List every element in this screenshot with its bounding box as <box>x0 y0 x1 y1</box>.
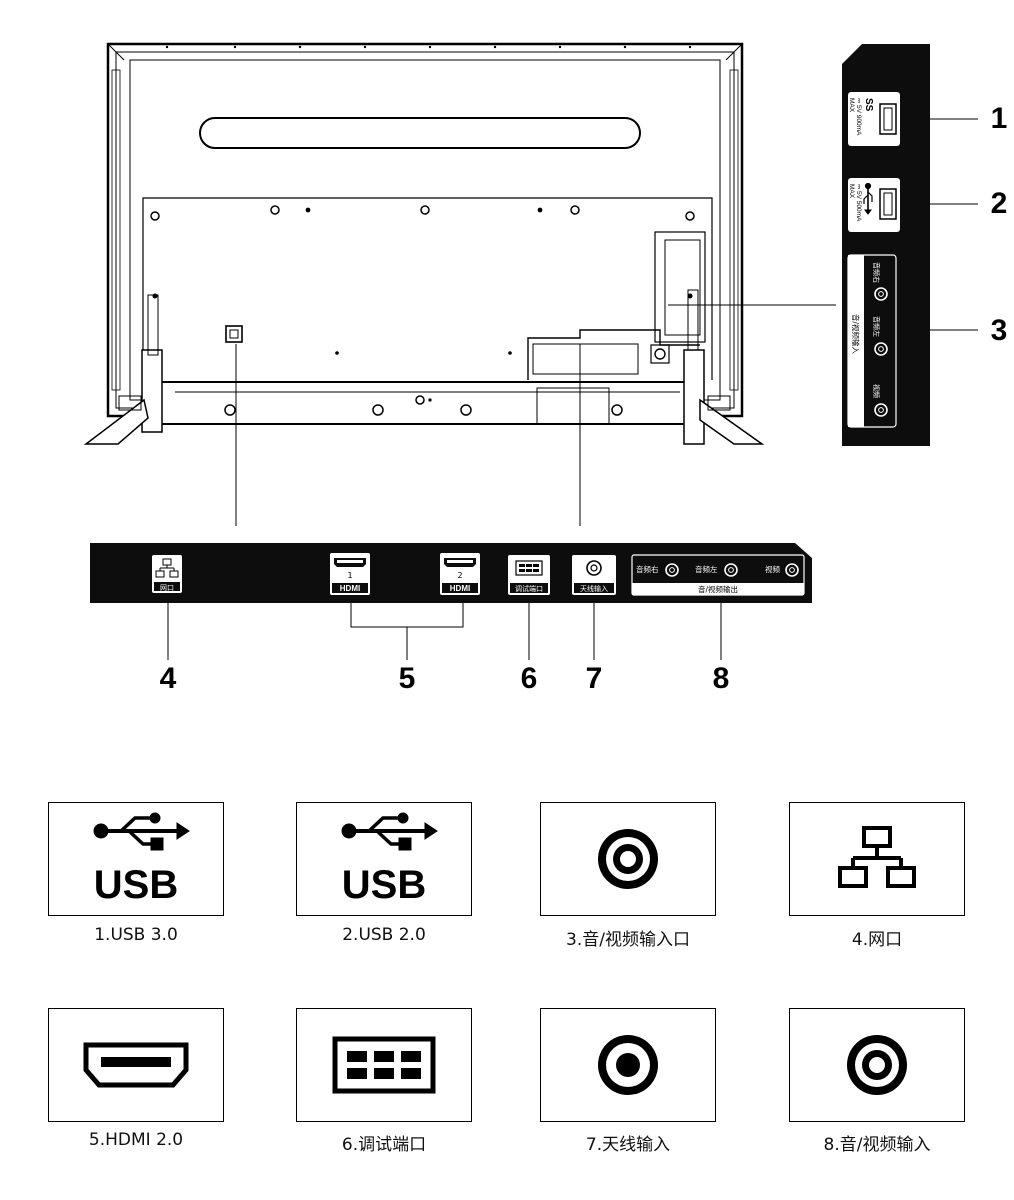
av-in-left-label: 音频左 <box>872 316 881 337</box>
usb2-symbol-icon <box>863 182 873 215</box>
debug-port[interactable] <box>515 560 543 576</box>
av-in-video-jack[interactable] <box>874 403 888 417</box>
av-in-group-band <box>848 255 864 427</box>
debug-port-icon <box>332 1036 436 1094</box>
av-out-left-label: 音频左 <box>695 564 718 574</box>
tv-rear-diagram: SS ⎓ 5V 900mA MAX ⎓ 5V 500mA MAX 音/视频输入 … <box>83 42 978 660</box>
legend-card-av-out <box>789 1008 965 1122</box>
hdmi1-number: 1 <box>347 571 352 580</box>
legend-caption-2: 2.USB 2.0 <box>342 925 426 945</box>
av-out-group-label: 音/视频输出 <box>698 584 738 594</box>
usb-icon <box>341 812 438 851</box>
legend-caption-6: 6.调试端口 <box>341 1135 427 1155</box>
av-in-video-label: 视频 <box>872 384 881 398</box>
legend-usb3-text: USB <box>93 863 179 907</box>
usb-icon <box>93 812 190 851</box>
legend-card-usb3: USB <box>48 802 224 916</box>
legend-card-hdmi <box>48 1008 224 1122</box>
rca-jack-icon <box>847 1035 907 1095</box>
legend-caption-5: 5.HDMI 2.0 <box>88 1130 184 1150</box>
legend-usb2-text: USB <box>341 863 427 907</box>
legend-caption-1: 1.USB 3.0 <box>94 925 178 945</box>
callout-2: 2 <box>990 187 1008 220</box>
debug-label: 调试端口 <box>515 584 543 593</box>
antenna-label: 天线输入 <box>580 584 608 593</box>
leader-lines <box>167 118 978 660</box>
av-out-left-jack[interactable] <box>724 563 738 577</box>
hdmi2-logo: HDMI <box>450 584 470 593</box>
hdmi1-logo: HDMI <box>340 584 360 593</box>
legend-caption-7: 7.天线输入 <box>585 1135 671 1155</box>
legend-card-lan <box>789 802 965 916</box>
hdmi-icon <box>83 1042 189 1088</box>
rca-jack-icon <box>598 829 658 889</box>
usb1-spec: ⎓ 5V 900mA <box>855 98 862 136</box>
callout-7: 7 <box>585 662 603 695</box>
callout-4: 4 <box>159 662 177 695</box>
av-out-right-label: 音频右 <box>636 564 659 574</box>
usb1-logo: SS <box>863 98 874 112</box>
legend-card-antenna <box>540 1008 716 1122</box>
av-in-right-label: 音频右 <box>872 262 881 283</box>
legend-card-usb2: USB <box>296 802 472 916</box>
usb1-max: MAX <box>848 98 855 113</box>
hdmi2-number: 2 <box>457 571 462 580</box>
av-in-group-label: 音/视频输入 <box>851 314 861 355</box>
usb2-spec: ⎓ 5V 500mA <box>855 184 862 222</box>
av-in-right-jack[interactable] <box>874 287 888 301</box>
av-out-right-jack[interactable] <box>665 563 679 577</box>
legend-caption-4: 4.网口 <box>851 930 903 950</box>
callout-6: 6 <box>520 662 538 695</box>
tv-back-dots <box>152 45 693 402</box>
bottom-port-panel: 网口 1 HDMI 2 HDMI 调试端口 天线输入 音频右 <box>90 543 812 603</box>
av-out-video-jack[interactable] <box>785 563 799 577</box>
legend-caption-3: 3.音/视频输入口 <box>566 930 690 950</box>
av-out-video-label: 视频 <box>765 564 780 574</box>
callout-5: 5 <box>398 662 416 695</box>
av-in-left-jack[interactable] <box>874 342 888 356</box>
side-port-panel: SS ⎓ 5V 900mA MAX ⎓ 5V 500mA MAX 音/视频输入 … <box>842 44 930 446</box>
callout-8: 8 <box>712 662 730 695</box>
tv-back <box>83 42 765 445</box>
antenna-jack-icon <box>598 1035 658 1095</box>
lan-network-icon <box>155 558 179 578</box>
usb2-max: MAX <box>848 184 855 199</box>
lan-label: 网口 <box>160 584 174 592</box>
callout-1: 1 <box>990 102 1008 135</box>
legend-card-av-in <box>540 802 716 916</box>
legend-caption-8: 8.音/视频输入 <box>823 1135 931 1155</box>
legend-card-debug <box>296 1008 472 1122</box>
network-icon <box>838 826 916 888</box>
callout-3: 3 <box>990 314 1008 347</box>
antenna-jack[interactable] <box>586 560 602 576</box>
